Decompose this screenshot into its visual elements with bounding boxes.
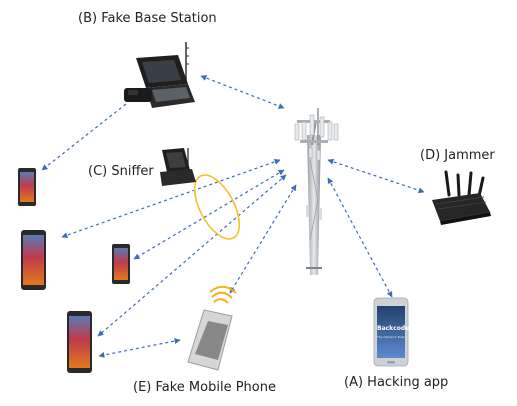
arrow-tower-jammer	[327, 158, 425, 194]
label-hacking-app: (A) Hacking app	[344, 375, 449, 390]
arrow-tower-phone3	[133, 169, 285, 260]
app-subtitle: The Hacker's Toolkit	[377, 335, 405, 339]
fake-mobile-phone-icon	[187, 285, 237, 371]
fake-base-station-icon	[124, 42, 195, 108]
jammer-icon	[432, 170, 491, 225]
label-fake-base-station: (B) Fake Base Station	[78, 11, 217, 26]
smartphone-1-icon	[18, 168, 36, 206]
cell-tower-icon	[294, 108, 339, 275]
arrow-tower-phone4	[97, 174, 287, 337]
label-sniffer: (C) Sniffer	[88, 164, 154, 179]
arrow-tower-hackingapp	[327, 177, 393, 298]
label-fake-mobile-phone: (E) Fake Mobile Phone	[133, 380, 276, 395]
connection-arrows	[41, 75, 425, 358]
arrow-tower-fakephone	[229, 184, 297, 294]
smartphone-2-icon	[21, 230, 46, 290]
arrow-basestation-tower	[200, 75, 285, 109]
arrow-fakephone-phone4	[98, 338, 181, 358]
arrow-basestation-phone1	[41, 103, 127, 171]
app-title: Backcode	[377, 325, 410, 332]
label-jammer: (D) Jammer	[420, 148, 495, 163]
smartphone-4-icon	[67, 311, 92, 373]
interception-ellipse	[193, 174, 241, 240]
smartphone-3-icon	[112, 244, 130, 284]
hacking-app-phone-icon	[373, 297, 409, 367]
sniffer-icon	[160, 148, 196, 186]
